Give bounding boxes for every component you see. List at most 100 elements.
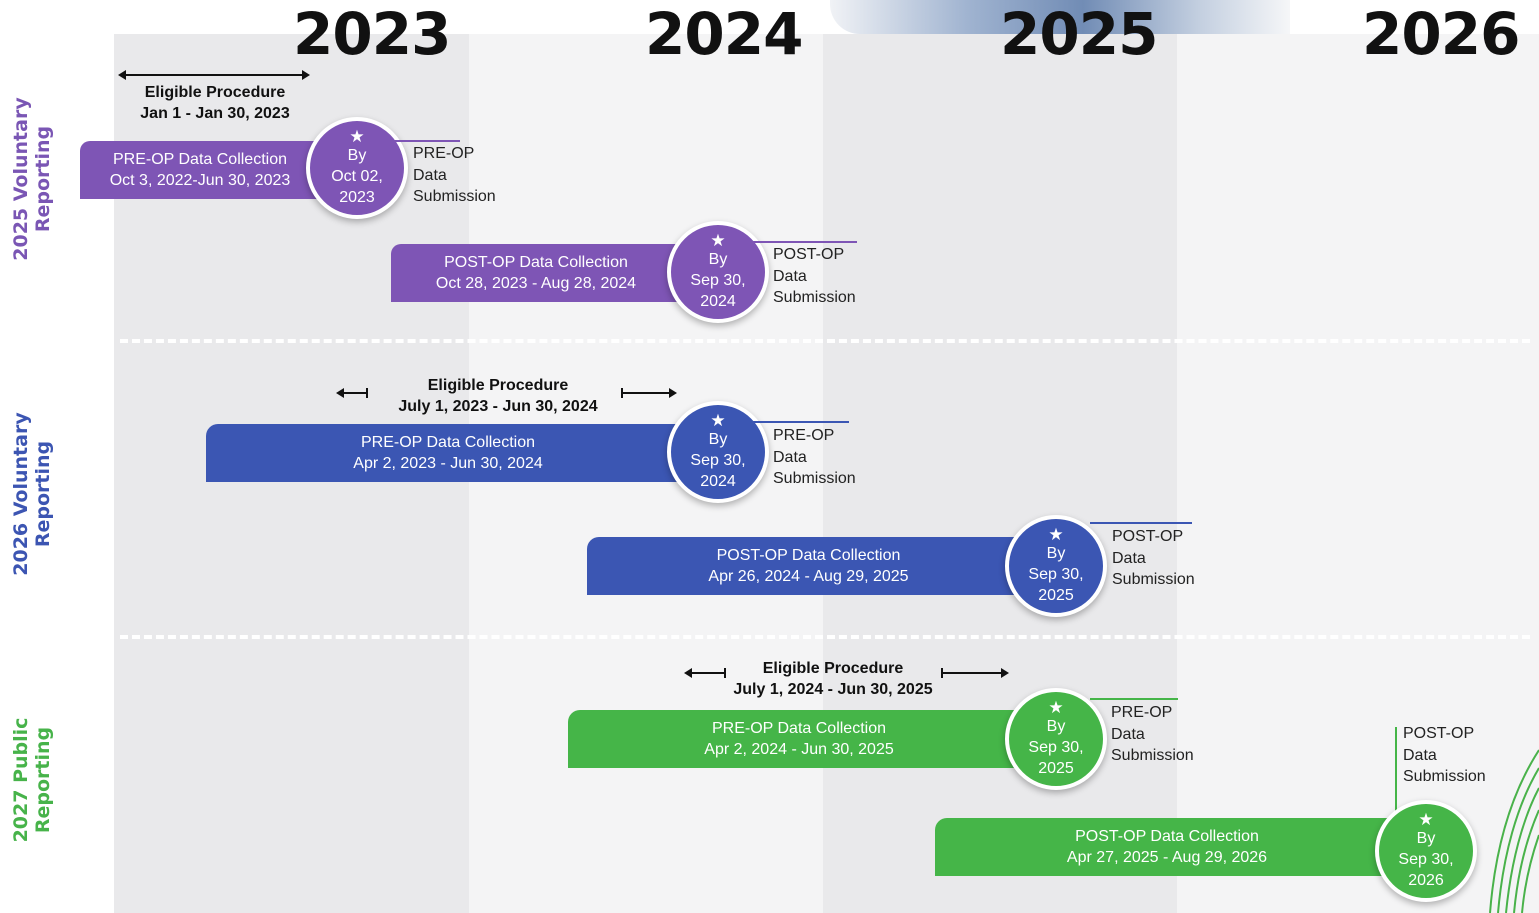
badge-line: 2023 [339, 188, 375, 206]
badge-line: 2026 [1408, 871, 1444, 889]
star-icon: ★ [710, 230, 726, 250]
badge-line: By [708, 250, 728, 268]
year-header-2026: 2026 [1362, 0, 1520, 68]
row-label-2027-public: 2027 Public Reporting [10, 705, 54, 855]
bar-title: POST-OP Data Collection [1075, 828, 1259, 845]
pre-op-submission-label: PRE-OP Data Submission [413, 143, 496, 208]
badge-line: Oct 02, [331, 167, 383, 185]
submission-line: Data [773, 267, 807, 285]
eligible-range-arrow [118, 70, 310, 80]
post-op-collection-bar: POST-OP Data Collection Apr 27, 2025 - A… [935, 818, 1409, 876]
eligible-title: Eligible Procedure [762, 660, 904, 677]
badge-line: By [347, 146, 367, 164]
row-label-2025-voluntary: 2025 Voluntary Reporting [10, 94, 54, 264]
submission-line: PRE-OP [413, 145, 475, 162]
pre-op-deadline-badge: ★ By Sep 30, 2024 [667, 401, 769, 503]
eligible-range-arrow-right [621, 388, 677, 398]
row-separator [120, 339, 1530, 343]
submission-line: Submission [773, 289, 856, 306]
eligible-range-arrow-left [336, 388, 368, 398]
badge-line: By [1416, 829, 1436, 847]
submission-vertical-connector [1395, 727, 1397, 815]
eligible-range-arrow-left [684, 668, 726, 678]
submission-line: POST-OP [1403, 725, 1475, 742]
year-header-2025: 2025 [1000, 0, 1158, 68]
bar-title: POST-OP Data Collection [444, 254, 628, 271]
badge-line: 2025 [1038, 586, 1074, 604]
eligible-dates: Jan 1 - Jan 30, 2023 [140, 105, 290, 122]
post-op-deadline-badge: ★ By Sep 30, 2025 [1005, 515, 1107, 617]
bar-dates: Oct 3, 2022-Jun 30, 2023 [109, 172, 291, 189]
eligible-procedure-label: Eligible Procedure July 1, 2024 - Jun 30… [713, 658, 953, 700]
post-op-submission-label: POST-OP Data Submission [773, 244, 856, 309]
submission-underline [1090, 698, 1178, 700]
submission-line: POST-OP [773, 246, 845, 263]
badge-line: By [1046, 544, 1066, 562]
submission-line: Data [773, 448, 807, 466]
star-icon: ★ [1418, 809, 1434, 829]
badge-line: Sep 30, [1028, 565, 1084, 583]
header-photo-strip [830, 0, 1290, 34]
eligible-title: Eligible Procedure [427, 377, 569, 394]
eligible-dates: July 1, 2023 - Jun 30, 2024 [398, 398, 598, 415]
submission-line: Data [1111, 725, 1145, 743]
bar-dates: Apr 27, 2025 - Aug 29, 2026 [1066, 849, 1268, 866]
row-label-line: Reporting [32, 440, 54, 548]
post-op-collection-bar: POST-OP Data Collection Apr 26, 2024 - A… [587, 537, 1040, 595]
bar-title: PRE-OP Data Collection [361, 434, 535, 451]
post-op-collection-bar: POST-OP Data Collection Oct 28, 2023 - A… [391, 244, 691, 302]
star-icon: ★ [1048, 524, 1064, 544]
pre-op-deadline-badge: ★ By Oct 02, 2023 [306, 117, 408, 219]
row-label-line: 2027 Public [10, 717, 32, 843]
badge-line: Sep 30, [690, 451, 746, 469]
year-header-2024: 2024 [645, 0, 803, 68]
star-icon: ★ [710, 410, 726, 430]
row-label-line: 2026 Voluntary [10, 412, 32, 576]
year-column-2025 [823, 34, 1177, 913]
row-label-line: 2025 Voluntary [10, 97, 32, 261]
submission-underline [390, 140, 460, 142]
submission-line: Submission [773, 470, 856, 487]
badge-line: By [708, 430, 728, 448]
post-op-deadline-badge: ★ By Sep 30, 2024 [667, 221, 769, 323]
pre-op-submission-label: PRE-OP Data Submission [1111, 702, 1194, 767]
eligible-range-arrow-right [941, 668, 1009, 678]
post-op-submission-label: POST-OP Data Submission [1403, 723, 1486, 788]
star-icon: ★ [349, 126, 365, 146]
eligible-title: Eligible Procedure [144, 84, 286, 101]
bar-dates: Apr 2, 2024 - Jun 30, 2025 [704, 741, 894, 758]
submission-underline [1090, 522, 1192, 524]
decorative-swoosh-graphic [1489, 749, 1539, 913]
badge-line: By [1046, 717, 1066, 735]
badge-line: 2024 [700, 292, 736, 310]
pre-op-submission-label: PRE-OP Data Submission [773, 425, 856, 490]
bar-title: PRE-OP Data Collection [712, 720, 886, 737]
eligible-procedure-label: Eligible Procedure Jan 1 - Jan 30, 2023 [115, 82, 315, 124]
submission-line: Data [1403, 746, 1437, 764]
submission-line: PRE-OP [1111, 704, 1173, 721]
submission-line: Data [1112, 549, 1146, 567]
badge-line: 2025 [1038, 759, 1074, 777]
star-icon: ★ [1048, 697, 1064, 717]
submission-line: Submission [1403, 768, 1486, 785]
submission-line: Submission [1112, 571, 1195, 588]
submission-line: PRE-OP [773, 427, 835, 444]
pre-op-collection-bar: PRE-OP Data Collection Apr 2, 2023 - Jun… [206, 424, 700, 482]
submission-line: POST-OP [1112, 528, 1184, 545]
post-op-submission-label: POST-OP Data Submission [1112, 526, 1195, 591]
pre-op-deadline-badge: ★ By Sep 30, 2025 [1005, 688, 1107, 790]
row-separator [120, 635, 1530, 639]
submission-underline [752, 421, 849, 423]
submission-underline [752, 241, 857, 243]
eligible-procedure-label: Eligible Procedure July 1, 2023 - Jun 30… [378, 375, 618, 417]
submission-line: Data [413, 166, 447, 184]
bar-title: POST-OP Data Collection [716, 547, 901, 564]
badge-line: 2024 [700, 472, 736, 490]
submission-line: Submission [1111, 747, 1194, 764]
badge-line: Sep 30, [690, 271, 746, 289]
eligible-dates: July 1, 2024 - Jun 30, 2025 [733, 681, 933, 698]
pre-op-collection-bar: PRE-OP Data Collection Apr 2, 2024 - Jun… [568, 710, 1040, 768]
bar-dates: Apr 26, 2024 - Aug 29, 2025 [708, 568, 909, 585]
year-header-2023: 2023 [293, 0, 451, 68]
